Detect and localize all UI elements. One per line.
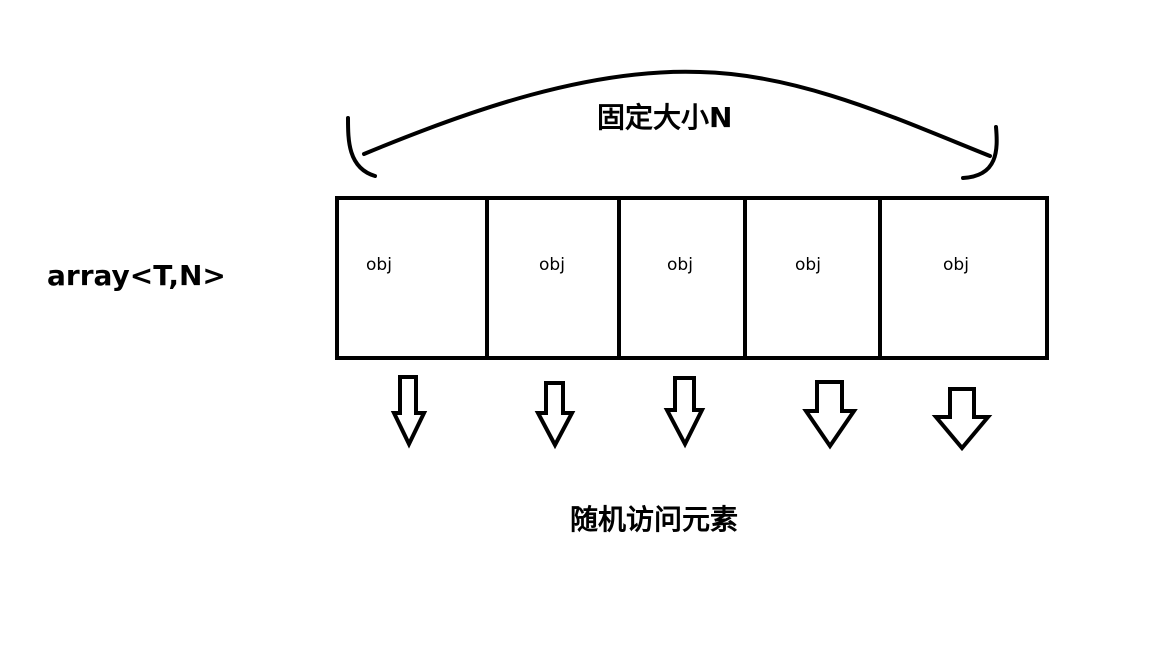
size-brace-arc xyxy=(362,69,992,158)
random-access-label: 随机访问元素 xyxy=(570,503,739,536)
cell-text-2: obj xyxy=(539,255,565,275)
array-cell-2 xyxy=(485,196,621,360)
down-arrow-1 xyxy=(390,375,428,449)
array-cell-5 xyxy=(878,196,1049,360)
cell-text-1: obj xyxy=(366,255,392,275)
down-arrow-3 xyxy=(663,376,706,449)
array-cell-1 xyxy=(335,196,489,360)
cell-text-3: obj xyxy=(667,255,693,275)
down-arrow-2 xyxy=(534,381,576,450)
cell-text-5: obj xyxy=(943,255,969,275)
down-arrow-5 xyxy=(931,387,993,452)
array-cell-4 xyxy=(743,196,882,360)
cell-text-4: obj xyxy=(795,255,821,275)
size-brace-right-hook xyxy=(961,125,999,180)
down-arrow-4 xyxy=(802,380,858,450)
fixed-size-label: 固定大小N xyxy=(597,101,733,134)
array-cell-3 xyxy=(617,196,747,360)
size-brace-left-hook xyxy=(346,116,377,178)
type-label: array<T,N> xyxy=(47,259,226,292)
